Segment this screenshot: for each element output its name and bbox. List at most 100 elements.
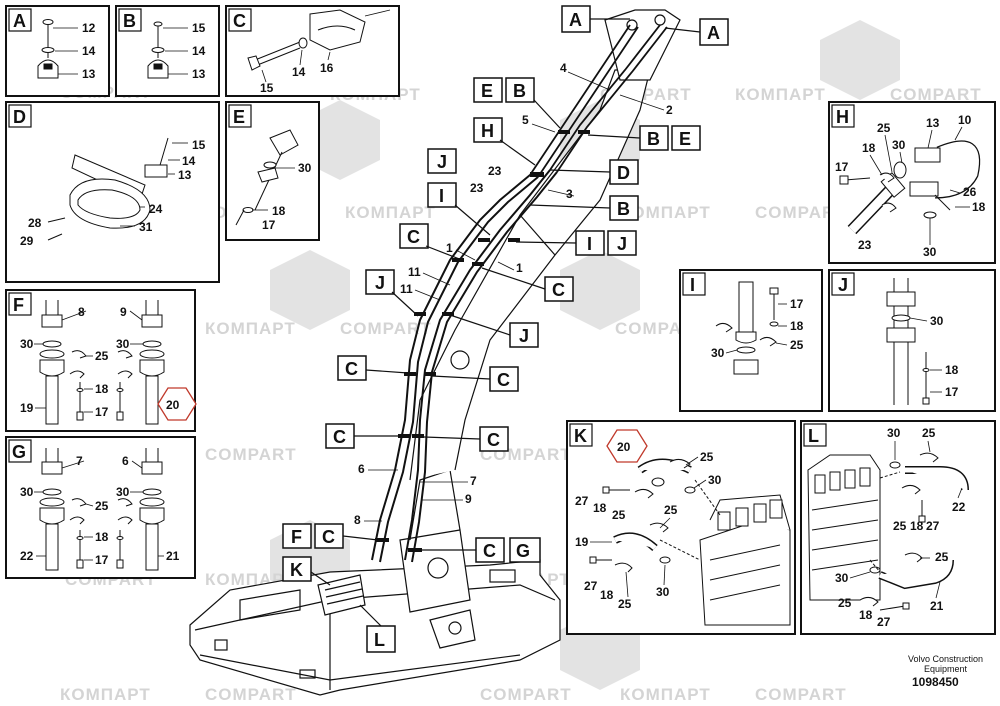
svg-text:C: C: [322, 527, 335, 547]
part-number-label: 25: [877, 121, 891, 135]
part-number-label: 18: [862, 141, 876, 155]
callout-H[interactable]: H: [473, 117, 536, 166]
part-number-label: 8: [78, 305, 85, 319]
svg-text:C: C: [497, 370, 510, 390]
panel-letter: L: [808, 426, 819, 446]
part-number-label: 27: [877, 615, 891, 629]
part-number-label: 26: [963, 185, 977, 199]
svg-text:E: E: [679, 129, 691, 149]
callout-J1[interactable]: J: [427, 148, 457, 174]
callout-C8[interactable]: C: [420, 537, 505, 563]
part-number-label: 19: [575, 535, 589, 549]
part-number-label: 5: [522, 113, 529, 127]
callout-E2[interactable]: E: [671, 125, 701, 151]
part-number-label: 12: [82, 21, 96, 35]
part-number-label: 25: [664, 503, 678, 517]
callout-C4[interactable]: C: [431, 366, 519, 392]
callout-I1[interactable]: I: [427, 182, 491, 236]
detail-panel-B[interactable]: B 15 14 13: [115, 5, 220, 97]
detail-panel-G[interactable]: G 7 6 30 30 25 18 17: [5, 436, 196, 579]
detail-panel-D[interactable]: D 15 14 13 24 28 29 31: [5, 101, 220, 283]
callout-E1[interactable]: E: [473, 77, 503, 103]
part-number-label: 13: [82, 67, 96, 81]
panel-letter: F: [13, 295, 24, 315]
detail-panel-J[interactable]: J 30 18 17: [828, 269, 996, 412]
panel-letter: J: [838, 275, 848, 295]
watermark-text: КОМПАРТ: [620, 203, 711, 222]
svg-text:I: I: [439, 186, 444, 206]
callout-C3[interactable]: C: [337, 355, 409, 381]
part-number-label: 14: [82, 44, 96, 58]
part-number-label: 31: [139, 220, 153, 234]
part-number-label: 30: [20, 485, 34, 499]
callout-J3[interactable]: J: [365, 269, 419, 317]
part-number-label: 9: [465, 492, 472, 506]
detail-panel-L[interactable]: L 30 25 22: [800, 420, 996, 635]
svg-text:F: F: [291, 527, 302, 547]
part-number-label: 22: [20, 549, 34, 563]
part-number-label: 18: [859, 608, 873, 622]
part-number-label: 10: [958, 113, 972, 127]
watermark-hex: [820, 20, 900, 100]
part-number-label: 15: [260, 81, 274, 95]
part-number-label: 2: [666, 103, 673, 117]
callout-D[interactable]: D: [549, 159, 639, 185]
callout-B3[interactable]: B: [529, 195, 639, 221]
manufacturer-name-line2: Equipment: [924, 664, 968, 674]
detail-panel-E[interactable]: E 30 18 17: [225, 101, 320, 241]
part-number-label: 17: [945, 385, 959, 399]
svg-text:J: J: [437, 152, 447, 172]
part-number-label: 21: [930, 599, 944, 613]
panel-letter: H: [836, 107, 849, 127]
part-number-label: 25: [95, 349, 109, 363]
callouts: A A E B B E H: [282, 5, 729, 653]
callout-J2[interactable]: J: [607, 230, 637, 256]
detail-panel-H[interactable]: H 25 18 30 13 10 17 26 18 23 30: [828, 101, 996, 264]
watermark-hex: [560, 250, 640, 330]
part-number-label: 18: [972, 200, 986, 214]
part-number-label: 17: [790, 297, 804, 311]
callout-B1[interactable]: B: [505, 77, 561, 129]
callout-C6[interactable]: C: [423, 426, 509, 452]
detail-panel-K[interactable]: K 20: [566, 420, 796, 635]
callout-B2[interactable]: B: [587, 125, 669, 151]
callout-G[interactable]: G: [509, 537, 541, 563]
detail-panel-F[interactable]: F 8 9 30 30: [5, 289, 197, 432]
callout-C1[interactable]: C: [399, 223, 463, 261]
callout-C5[interactable]: C: [325, 423, 400, 449]
callout-C2[interactable]: C: [481, 267, 574, 302]
highlighted-part: 20: [157, 387, 197, 421]
callout-K[interactable]: K: [282, 556, 331, 586]
watermark-text: COMPART: [205, 445, 297, 464]
svg-text:C: C: [487, 430, 500, 450]
callout-F[interactable]: F: [282, 523, 312, 549]
svg-text:C: C: [552, 280, 565, 300]
callout-C7[interactable]: C: [314, 523, 379, 549]
footer: Volvo Construction Equipment 1098450: [908, 654, 983, 689]
part-number-label: 25: [95, 499, 109, 513]
part-number-label: 30: [887, 426, 901, 440]
detail-panel-C[interactable]: C 16 14 15: [225, 5, 400, 97]
watermark-text: КОМПАРТ: [735, 85, 826, 104]
arm: [604, 9, 681, 81]
part-number-label: 27: [926, 519, 940, 533]
callout-J4[interactable]: J: [449, 314, 539, 348]
svg-text:J: J: [617, 234, 627, 254]
svg-text:J: J: [375, 273, 385, 293]
part-number-label: 30: [116, 485, 130, 499]
svg-text:G: G: [516, 541, 530, 561]
svg-text:K: K: [290, 560, 303, 580]
watermark-text: COMPART: [205, 685, 297, 704]
watermark-text: COMPART: [755, 203, 847, 222]
callout-A-right[interactable]: A: [664, 18, 729, 46]
svg-text:A: A: [569, 10, 582, 30]
detail-panel-I[interactable]: I 17 18 25 30: [679, 269, 823, 412]
part-number-label: 14: [292, 65, 306, 79]
callout-L[interactable]: L: [359, 604, 396, 653]
part-number-label: 6: [122, 454, 129, 468]
detail-panel-A[interactable]: A 12 14 13: [5, 5, 110, 97]
callout-A-left[interactable]: A: [561, 5, 630, 33]
manufacturer-name: Volvo Construction: [908, 654, 983, 664]
watermark-text: КОМПАРТ: [60, 685, 151, 704]
callout-I2[interactable]: I: [515, 230, 605, 256]
